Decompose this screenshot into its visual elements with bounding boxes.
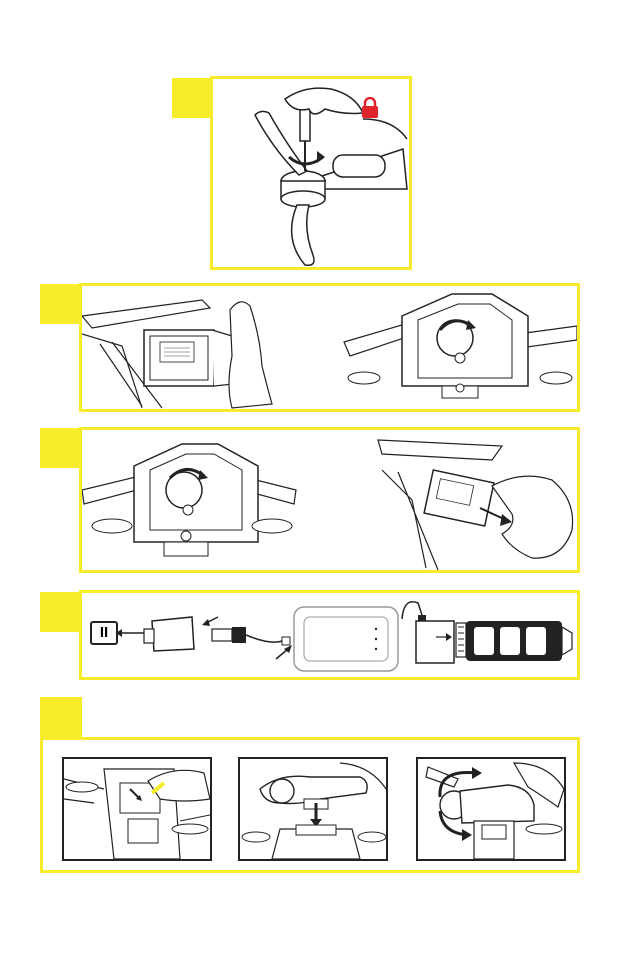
gimbal-step-panel-2 — [238, 757, 388, 861]
step4-illustration-frame: II — [79, 590, 580, 680]
step3-marker — [40, 428, 82, 468]
battery-remove-illustration — [82, 430, 577, 570]
step2-marker — [40, 284, 82, 324]
battery-insert-illustration — [82, 286, 577, 409]
socket-label: II — [100, 624, 108, 641]
gimbal-step-panel-3 — [416, 757, 566, 861]
step5-marker — [40, 697, 82, 737]
lock-icon — [361, 97, 379, 119]
step5-illustration-frame — [40, 737, 580, 873]
gimbal-step-panel-1 — [62, 757, 212, 861]
step2-illustration-frame — [79, 283, 580, 412]
gimbal-rotate-lock-illustration — [418, 759, 564, 859]
step3-illustration-frame — [79, 427, 580, 573]
wall-socket: II — [90, 621, 118, 645]
step1-marker — [172, 78, 212, 118]
propeller-screwdriver-illustration — [213, 79, 409, 267]
gimbal-insert-illustration — [240, 759, 386, 859]
step4-marker — [40, 592, 82, 632]
charging-setup-illustration — [82, 593, 577, 677]
step1-illustration-frame — [210, 76, 412, 270]
gimbal-connect-cable-illustration — [64, 759, 210, 859]
